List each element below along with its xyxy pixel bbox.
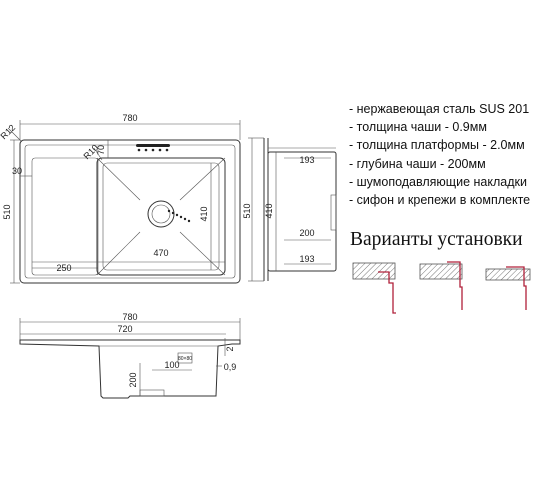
dim-side-middle: 200 [299, 228, 314, 238]
dim-width: 780 [122, 113, 137, 123]
sink-inner-rim [24, 144, 236, 279]
dim-front-width: 780 [122, 312, 137, 322]
installation-title: Варианты установки [350, 229, 523, 250]
dim-height: 510 [2, 204, 12, 219]
spec-item: - шумоподавляющие накладки [349, 174, 527, 189]
drainboard [31, 157, 99, 276]
dim-side-upper: 193 [299, 155, 314, 165]
dim-offset-left: 30 [12, 166, 22, 176]
drain-icon [147, 200, 175, 228]
sink-outline [19, 139, 241, 284]
dim-side-height: 510 [242, 203, 252, 218]
dim-thickness: 0,9 [224, 362, 237, 372]
dim-side-lower: 193 [299, 254, 314, 264]
installation-variant-2 [419, 261, 463, 310]
spec-item: - толщина чаши - 0.9мм [349, 120, 487, 135]
spec-list: - нержавеющая сталь SUS 201 - толщина ча… [349, 100, 530, 209]
spec-item: - сифон и крепежи в комплекте [349, 193, 531, 208]
front-view: 780 720 80×80 200 100 2 0,9 [19, 312, 241, 399]
faucet-hole-icon [136, 144, 170, 152]
dim-front-bowl-width: 720 [117, 324, 132, 334]
dim-bowl-width: 470 [153, 248, 168, 258]
installation-variant-3 [485, 266, 531, 310]
side-view: 510 410 193 200 193 [242, 137, 337, 282]
bowl-outline [96, 157, 226, 276]
dim-corner-outer: R12 [0, 123, 17, 142]
spec-item: - нержавеющая сталь SUS 201 [349, 102, 530, 116]
dim-front-depth: 200 [128, 372, 138, 387]
drain-label: 80×80 [178, 356, 192, 362]
spec-item: - толщина платформы - 2.0мм [349, 138, 525, 153]
dim-drainboard-width: 250 [56, 263, 71, 273]
dim-rim: 2 [225, 346, 235, 351]
overflow-slots-icon [167, 209, 191, 223]
dim-offset-top: 70 [96, 145, 106, 155]
top-view: 780 510 R12 R10 70 30 250 470 410 [0, 113, 241, 284]
dim-side-bowl: 410 [264, 203, 274, 218]
spec-item: - глубина чаши - 200мм [349, 156, 486, 171]
dim-drain-offset: 100 [164, 360, 179, 370]
front-sink-profile [19, 339, 241, 399]
dim-bowl-height: 410 [199, 206, 209, 221]
installation-variant-1 [352, 262, 396, 314]
